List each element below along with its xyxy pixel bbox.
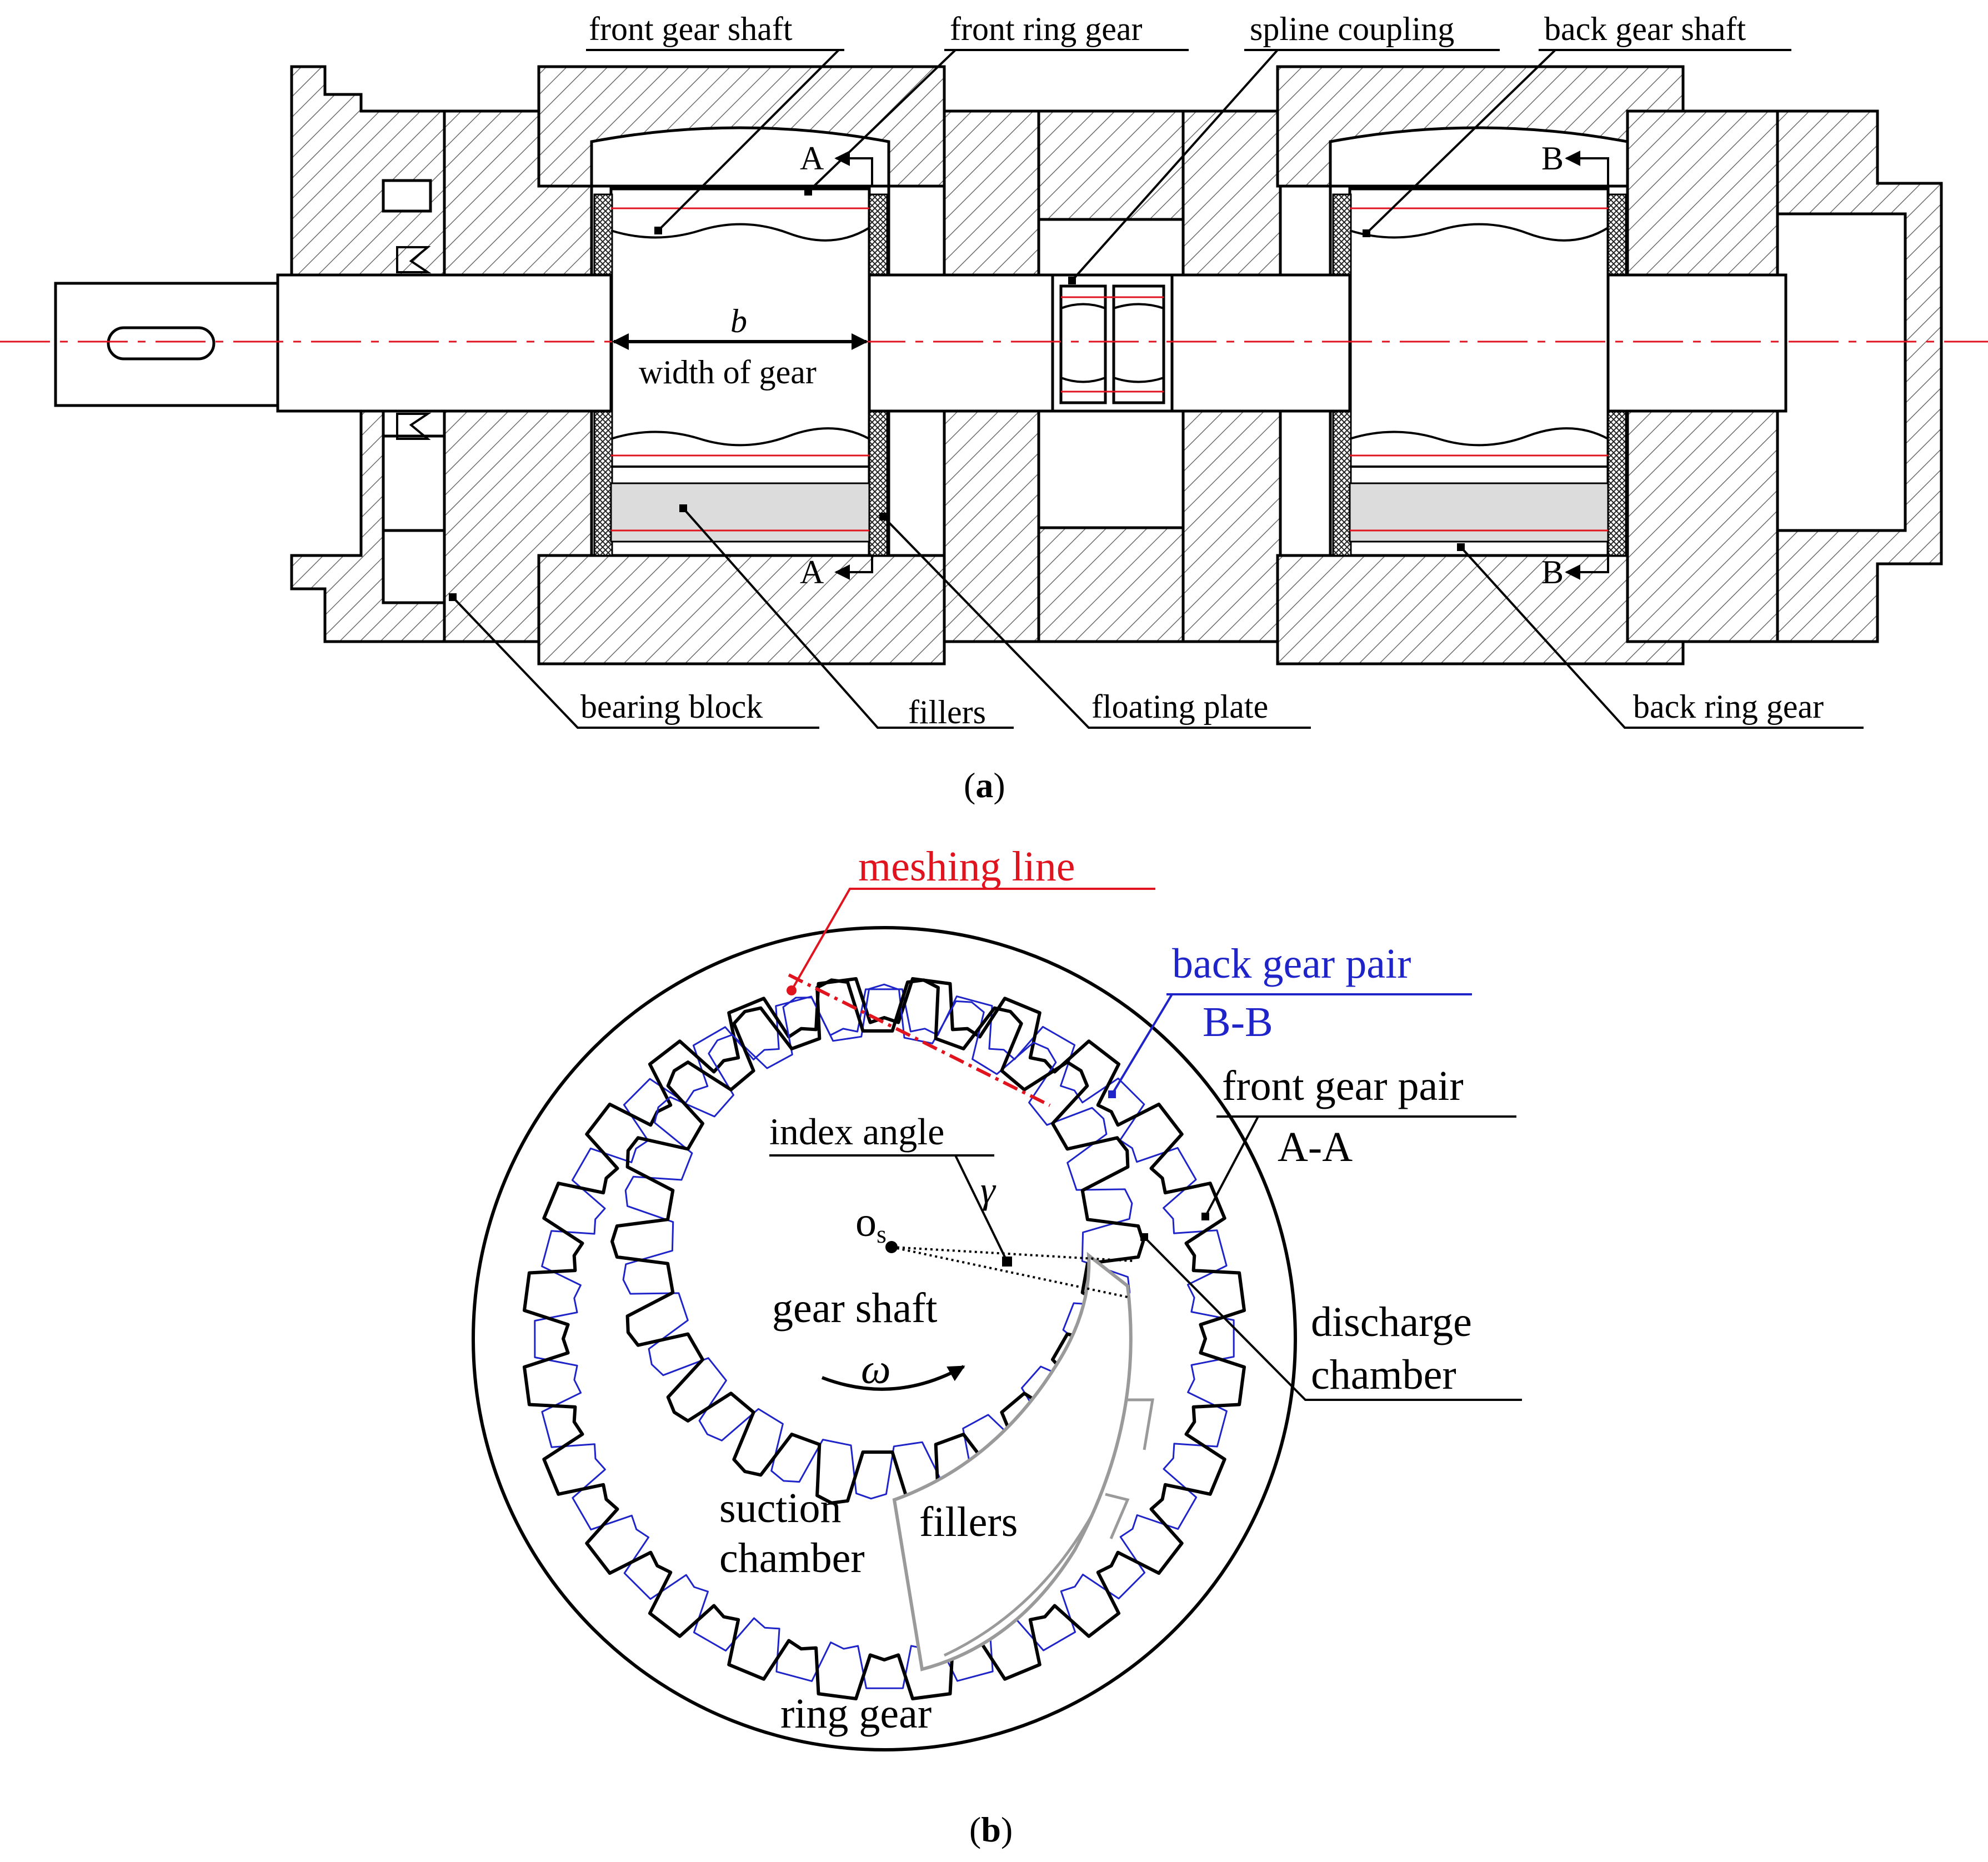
label-section-aa: A-A bbox=[1278, 1124, 1353, 1170]
rear-housing-bottom bbox=[1626, 409, 1779, 643]
back-gear-shaft-teeth bbox=[622, 983, 1133, 1500]
caption-b: (b) bbox=[969, 1810, 1013, 1849]
index-angle-rays bbox=[891, 1246, 1134, 1298]
label-back-gear-pair: back gear pair bbox=[1172, 940, 1411, 987]
back-shaft-right bbox=[1606, 273, 1787, 413]
label-section-b-bottom: B bbox=[1541, 554, 1564, 590]
front-gear-break-top bbox=[610, 223, 870, 242]
front-housing-pocket-top bbox=[590, 126, 890, 188]
seal-bottom bbox=[396, 413, 432, 440]
label-width-of-gear: width of gear bbox=[639, 354, 817, 391]
mid-housing-right-bottom bbox=[1181, 409, 1282, 643]
rear-housing-top bbox=[1626, 109, 1779, 277]
key-slot bbox=[107, 326, 216, 361]
front-shaft bbox=[276, 273, 613, 413]
front-gear-break-bottom bbox=[610, 427, 870, 447]
front-gear-shaft-teeth bbox=[610, 978, 1145, 1505]
label-spline-coupling: spline coupling bbox=[1250, 11, 1454, 47]
label-section-a-top: A bbox=[800, 140, 824, 177]
back-gear-break-top bbox=[1349, 223, 1609, 242]
label-omega: ω bbox=[861, 1346, 891, 1393]
label-suction-line2: chamber bbox=[719, 1535, 865, 1581]
label-front-ring-gear: front ring gear bbox=[950, 11, 1143, 47]
mid-housing-left-bottom bbox=[943, 409, 1040, 643]
rotation-arrow-icon bbox=[821, 1365, 965, 1391]
label-center-os: os bbox=[855, 1199, 887, 1248]
front-ring-gear-outline bbox=[523, 977, 1246, 1700]
leader-front-gear-pair bbox=[1204, 1115, 1516, 1217]
label-suction-line1: suction bbox=[719, 1485, 842, 1531]
front-fillers-block bbox=[610, 482, 870, 543]
crescent-fillers bbox=[892, 1252, 1133, 1671]
mid-housing-left-top bbox=[943, 109, 1040, 277]
label-front-gear-shaft: front gear shaft bbox=[589, 11, 793, 47]
housing-circle bbox=[472, 926, 1297, 1751]
back-gear-break-bottom bbox=[1349, 427, 1609, 447]
section-arrow-b-bottom bbox=[1565, 555, 1609, 580]
section-arrow-a-bottom bbox=[834, 555, 873, 580]
leader-meshing-line bbox=[790, 888, 1155, 991]
caption-a: (a) bbox=[964, 765, 1005, 805]
rear-cover-cavity bbox=[1776, 212, 1907, 532]
meshing-line bbox=[788, 973, 1051, 1107]
mid-housing-center-bottom bbox=[1037, 526, 1185, 643]
leader-back-ring-gear bbox=[1460, 546, 1864, 729]
mid-housing-center-top bbox=[1037, 109, 1185, 221]
label-discharge-line2: chamber bbox=[1311, 1352, 1456, 1398]
label-section-bb: B-B bbox=[1203, 999, 1273, 1045]
back-fillers-block bbox=[1349, 482, 1609, 543]
back-ring-gear-outline bbox=[534, 988, 1235, 1689]
leader-fillers bbox=[682, 507, 1014, 729]
section-arrow-a-top bbox=[834, 151, 873, 186]
label-back-gear-shaft: back gear shaft bbox=[1544, 11, 1746, 47]
front-ring-housing-bottom bbox=[537, 554, 946, 665]
cover-slot-top bbox=[382, 179, 432, 213]
cover-slot-bottom bbox=[382, 434, 446, 532]
label-width-symbol: b bbox=[730, 303, 747, 339]
label-fillers-a: fillers bbox=[908, 694, 986, 730]
label-fillers-b: fillers bbox=[919, 1499, 1018, 1545]
label-section-a-bottom: A bbox=[800, 554, 824, 590]
label-discharge-line1: discharge bbox=[1311, 1299, 1472, 1345]
label-gamma: γ bbox=[980, 1169, 996, 1211]
label-gear-shaft: gear shaft bbox=[772, 1285, 938, 1332]
front-ring-gear-teeth bbox=[523, 977, 1246, 1700]
label-section-b-top: B bbox=[1541, 140, 1564, 177]
back-housing-pocket-top bbox=[1329, 126, 1629, 188]
leader-bearing-block bbox=[452, 596, 819, 729]
section-arrow-b-top bbox=[1565, 151, 1609, 186]
back-ring-housing-bottom bbox=[1276, 554, 1685, 665]
panel-b-gear-section: meshing line back gear pair B-B front ge… bbox=[472, 843, 1522, 1849]
back-shaft-left bbox=[1170, 273, 1351, 413]
front-gear-shaft-outline bbox=[610, 978, 1145, 1505]
back-ring-gear-teeth bbox=[534, 988, 1235, 1689]
leader-floating-plate bbox=[882, 515, 1311, 729]
front-shaft-right bbox=[868, 273, 1054, 413]
label-bearing-block: bearing block bbox=[580, 688, 763, 725]
seal-top bbox=[396, 246, 432, 273]
mid-housing-right-top bbox=[1181, 109, 1282, 277]
label-ring-gear: ring gear bbox=[780, 1690, 932, 1737]
label-back-ring-gear: back ring gear bbox=[1633, 688, 1824, 725]
back-gear-shaft-outline bbox=[622, 983, 1133, 1500]
panel-a-section-drawing: front gear shaft front ring gear spline … bbox=[0, 11, 1988, 805]
label-index-angle: index angle bbox=[769, 1110, 944, 1153]
label-front-gear-pair: front gear pair bbox=[1222, 1063, 1464, 1109]
label-meshing-line: meshing line bbox=[858, 843, 1075, 890]
label-floating-plate: floating plate bbox=[1091, 688, 1268, 725]
